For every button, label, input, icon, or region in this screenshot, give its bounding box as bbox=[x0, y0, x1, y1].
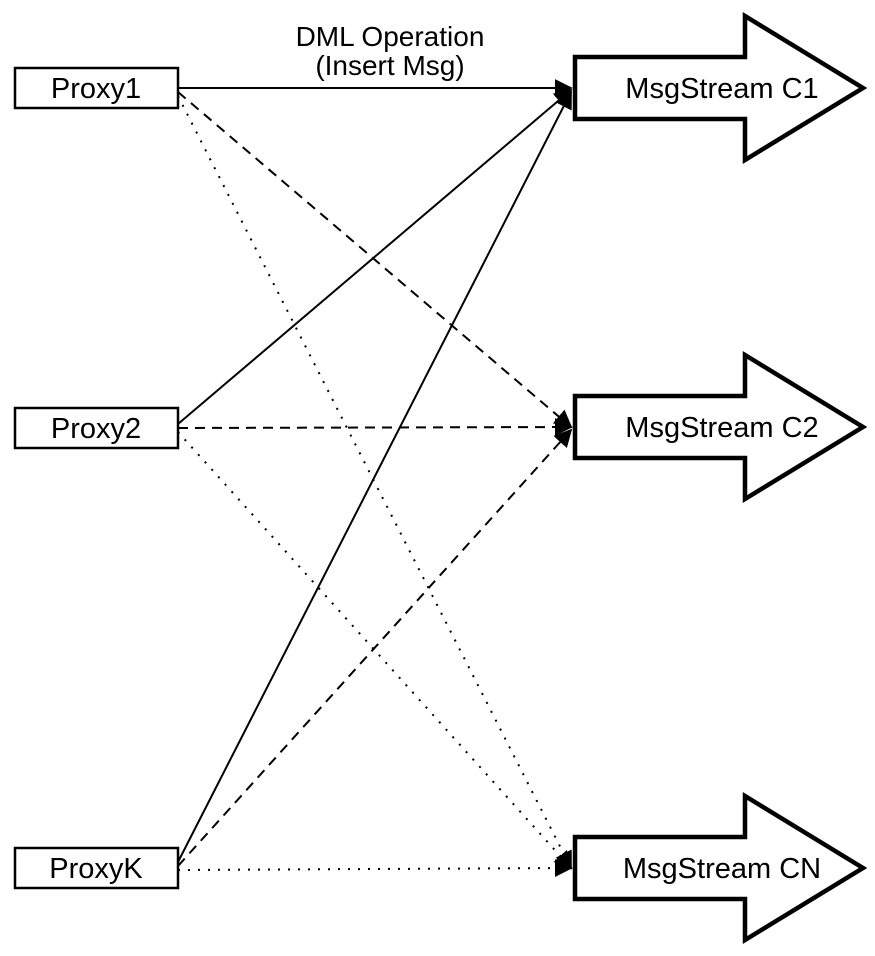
dml-operation-annotation-line2: (Insert Msg) bbox=[315, 50, 464, 81]
msgstream-cn-block-arrow-icon bbox=[572, 791, 868, 945]
proxy2-box bbox=[13, 406, 180, 450]
msgstream-cn-node: MsgStream CN bbox=[572, 791, 868, 945]
proxy2-label: Proxy2 bbox=[51, 413, 141, 445]
edge-proxyk-to-c1 bbox=[177, 90, 572, 863]
msgstream-cn-label: MsgStream CN bbox=[623, 853, 821, 885]
msgstream-c1-label: MsgStream C1 bbox=[625, 73, 818, 105]
edge-proxy1-to-cn bbox=[177, 95, 572, 870]
msgstream-c2-node: MsgStream C2 bbox=[572, 350, 868, 504]
msgstream-c1-block-arrow-icon bbox=[572, 11, 868, 165]
edge-proxyk-to-cn bbox=[177, 859, 573, 878]
edge-proxy2-to-c2 bbox=[177, 418, 573, 437]
proxyk-label: ProxyK bbox=[49, 853, 143, 885]
proxy1-node: Proxy1 bbox=[13, 66, 180, 110]
proxyk-box bbox=[13, 846, 180, 890]
msgstream-c1-node: MsgStream C1 bbox=[572, 11, 868, 165]
msgstream-c2-block-arrow-icon bbox=[572, 350, 868, 504]
proxyk-node: ProxyK bbox=[13, 846, 180, 890]
proxy1-box bbox=[13, 66, 180, 110]
proxy1-label: Proxy1 bbox=[51, 73, 141, 105]
edge-proxyk-to-c2 bbox=[177, 428, 573, 867]
edge-proxy2-to-cn bbox=[177, 431, 573, 870]
edge-proxy1-to-c2 bbox=[177, 91, 573, 429]
edge-proxy2-to-c1 bbox=[177, 88, 573, 425]
dml-operation-annotation-line1: DML Operation bbox=[296, 21, 485, 52]
proxy2-node: Proxy2 bbox=[13, 406, 180, 450]
msgstream-c2-label: MsgStream C2 bbox=[625, 412, 818, 444]
